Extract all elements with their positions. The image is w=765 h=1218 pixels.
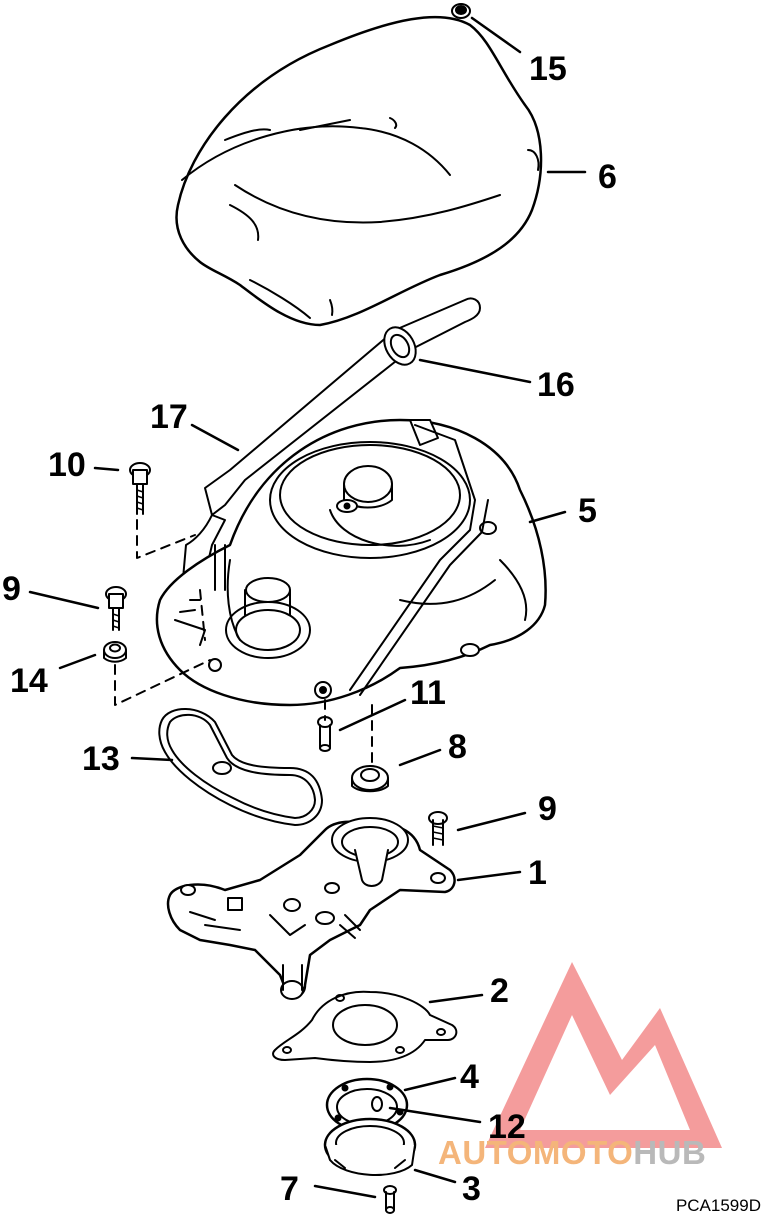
callout-12: 12 (488, 1108, 526, 1146)
leader-lines (28, 16, 587, 1199)
callout-11: 11 (410, 674, 446, 712)
callout-17: 17 (150, 398, 188, 436)
callout-10: 10 (48, 446, 86, 484)
part-14-nut (103, 641, 127, 663)
part-6-top-cover (175, 15, 543, 327)
part-3-cover-cap (323, 1117, 417, 1176)
callout-16: 16 (537, 366, 575, 404)
watermark-moto: MOTO (532, 1134, 634, 1171)
part-8-grommet (351, 765, 389, 793)
callout-2: 2 (490, 972, 509, 1010)
watermark-logo-icon (485, 962, 722, 1148)
callout-8: 8 (448, 728, 467, 766)
part-2-gasket-plate (272, 990, 458, 1063)
callout-1: 1 (528, 854, 547, 892)
figure-code: PCA1599D (675, 1196, 761, 1215)
part-1-bracket (166, 817, 456, 1000)
watermark-auto: AUTO (438, 1134, 533, 1171)
part-10-screw (129, 462, 151, 515)
callout-13: 13 (82, 740, 120, 778)
part-9-screw-lower (428, 811, 448, 846)
callout-14: 14 (10, 662, 48, 700)
part-15-cap (451, 3, 471, 19)
part-9-screw-upper (105, 586, 127, 631)
part-7-screw (383, 1185, 397, 1214)
callout-7: 7 (280, 1170, 299, 1208)
callout-9-lower: 9 (538, 790, 557, 828)
callout-3: 3 (462, 1170, 481, 1208)
callout-4: 4 (460, 1058, 479, 1096)
watermark-hub: HUB (633, 1134, 707, 1171)
watermark-text: AUTOMOTOHUB (438, 1134, 706, 1172)
callout-15: 15 (529, 50, 567, 88)
part-13-gasket (158, 708, 323, 826)
callout-9-upper: 9 (2, 570, 21, 608)
callout-5: 5 (578, 492, 597, 530)
callout-6: 6 (598, 158, 617, 196)
part-5-housing (155, 418, 547, 707)
part-11-small-screw (317, 716, 333, 752)
